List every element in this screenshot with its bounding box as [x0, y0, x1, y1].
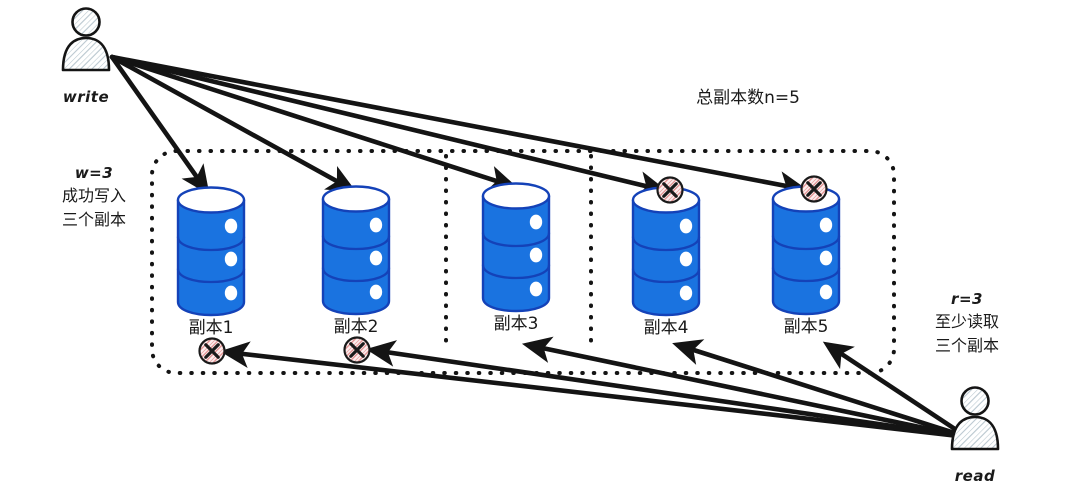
read-arrow-replica-1: [219, 341, 970, 440]
write-arrow-replica-3: [109, 54, 518, 192]
database-icon: [771, 185, 841, 316]
database-icon: [631, 186, 701, 317]
write-quorum-line-1: 成功写入: [62, 186, 126, 205]
write-arrow-replica-1: [109, 54, 210, 196]
write-arrow-replica-5: [109, 54, 809, 198]
database-icon: [176, 186, 246, 317]
replica-3-label: 副本3: [494, 314, 539, 334]
write-actor[interactable]: write: [61, 7, 111, 107]
read-arrow-group: [219, 336, 970, 440]
replica-5-write-fail-icon: [799, 174, 829, 204]
read-arrow-replica-3: [521, 336, 970, 440]
replica-5[interactable]: 副本5: [771, 174, 841, 338]
replica-4-label: 副本4: [644, 318, 689, 338]
replica-5-label: 副本5: [784, 317, 829, 337]
replica-3[interactable]: 副本3: [481, 182, 551, 335]
replica-1-label: 副本1: [189, 318, 234, 338]
write-arrow-replica-2: [109, 54, 357, 192]
write-arrow-replica-4: [109, 54, 668, 198]
read-quorum-note: r=3 至少读取 三个副本: [935, 290, 999, 355]
read-quorum-line-2: 三个副本: [935, 336, 999, 355]
replica-4-write-fail-icon: [655, 175, 685, 205]
write-quorum-formula: w=3: [75, 164, 113, 182]
database-icon: [321, 185, 391, 316]
person-icon: [950, 386, 1000, 451]
replica-1-read-fail-icon: [197, 336, 227, 366]
write-arrow-group: [109, 54, 809, 198]
database-icon: [481, 182, 551, 313]
write-quorum-line-2: 三个副本: [62, 210, 126, 229]
replica-4[interactable]: 副本4: [631, 175, 701, 339]
replica-2[interactable]: 副本2: [321, 185, 391, 365]
total-replicas-note: 总副本数n=5: [696, 88, 800, 108]
read-arrow-replica-4: [672, 339, 970, 440]
write-quorum-note: w=3 成功写入 三个副本: [62, 164, 126, 229]
read-arrow-replica-5: [822, 341, 970, 440]
read-quorum-line-1: 至少读取: [935, 312, 999, 331]
write-actor-label: write: [63, 88, 109, 106]
read-actor-label: read: [955, 467, 995, 485]
replica-2-label: 副本2: [334, 317, 379, 337]
read-arrow-replica-2: [365, 340, 970, 440]
read-quorum-formula: r=3: [951, 290, 983, 308]
replica-2-read-fail-icon: [342, 335, 372, 365]
read-actor[interactable]: read: [950, 386, 1000, 486]
person-icon: [61, 7, 111, 72]
replica-1[interactable]: 副本1: [176, 186, 246, 366]
